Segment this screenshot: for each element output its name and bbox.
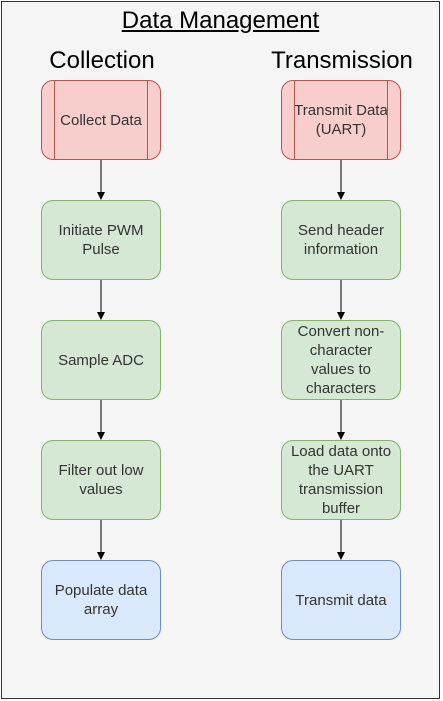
node-label: Populate data array [54, 582, 148, 618]
send-header-node: Send header information [281, 200, 401, 280]
collect-data-node: Collect Data [41, 80, 161, 160]
transmission-heading: Transmission [271, 47, 413, 74]
filter-values-node: Filter out low values [41, 440, 161, 520]
transmit-data-node: Transmit data [281, 560, 401, 640]
node-label: Send header information [298, 222, 384, 258]
node-label: Filter out low values [58, 462, 144, 498]
node-label: Convert non-character values to characte… [297, 323, 385, 397]
transmit-data-uart-node: Transmit Data (UART) [281, 80, 401, 160]
node-label: Sample ADC [58, 351, 144, 369]
node-label: Collect Data [60, 111, 142, 129]
node-label: Initiate PWM Pulse [58, 222, 144, 258]
populate-array-node: Populate data array [41, 560, 161, 640]
node-label: Transmit data [295, 591, 387, 609]
sample-adc-node: Sample ADC [41, 320, 161, 400]
convert-values-node: Convert non-character values to characte… [281, 320, 401, 400]
node-label: Transmit Data (UART) [294, 102, 388, 138]
diagram-title: Data Management [121, 7, 320, 34]
collection-heading: Collection [49, 47, 155, 74]
initiate-pwm-node: Initiate PWM Pulse [41, 200, 161, 280]
node-label: Load data onto the UART transmission buf… [290, 443, 392, 517]
load-buffer-node: Load data onto the UART transmission buf… [281, 440, 401, 520]
